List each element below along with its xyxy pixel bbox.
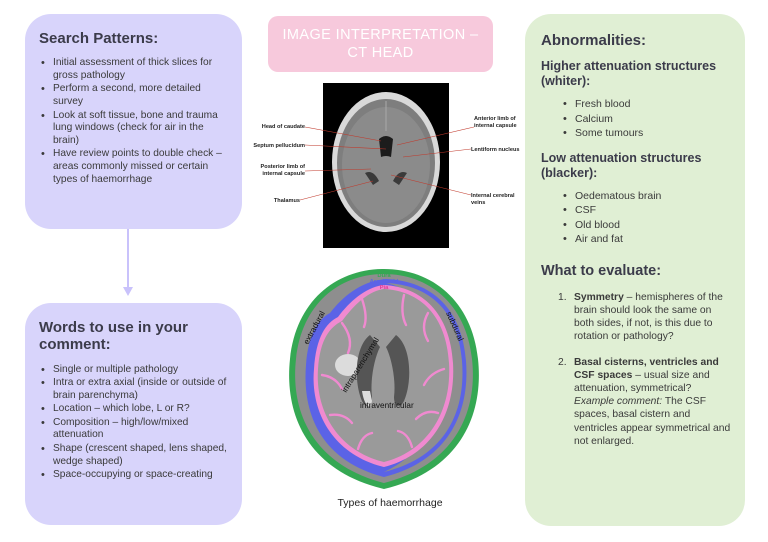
list-item: Intra or extra axial (inside or outside … <box>41 377 228 402</box>
ct-head-image: Head of caudate Septum pellucidum Poster… <box>253 83 519 248</box>
label-dura: Dura <box>377 273 391 279</box>
list-item: Fresh blood <box>563 97 731 112</box>
list-item: Air and fat <box>563 232 731 247</box>
list-item: Location – which lobe, L or R? <box>41 403 228 416</box>
list-item: 2. Basal cisterns, ventricles and CSF spa… <box>541 356 731 448</box>
label-arachnoid: Arachnoid <box>370 279 399 285</box>
label-internal-cerebral-1: Internal cerebral <box>471 193 515 199</box>
item-heading: Symmetry <box>574 291 624 303</box>
high-attenuation-list: Fresh blood Calcium Some tumours <box>541 97 731 141</box>
list-item: Composition – high/low/mixed attenuation <box>41 417 228 442</box>
list-item: Calcium <box>563 112 731 127</box>
list-item: Shape (crescent shaped, lens shaped, wed… <box>41 443 228 468</box>
words-panel: Words to use in your comment: Single or … <box>25 303 242 525</box>
list-item: Initial assessment of thick slices for g… <box>41 57 228 82</box>
label-septum-pellucidum: Septum pellucidum <box>253 143 305 149</box>
ventricle-left <box>356 335 380 406</box>
evaluate-title: What to evaluate: <box>541 262 662 279</box>
list-item: Old blood <box>563 218 731 233</box>
label-lentiform: Lentiform nucleus <box>471 147 519 153</box>
list-item: CSF <box>563 203 731 218</box>
page-title: IMAGE INTERPRETATION – CT HEAD <box>268 16 493 72</box>
list-item: Single or multiple pathology <box>41 364 228 377</box>
label-posterior-limb-1: Posterior limb of <box>261 164 306 170</box>
label-anterior-limb-2: internal capsule <box>474 123 517 129</box>
down-arrow-icon <box>123 229 133 296</box>
intraparenchymal-bleed <box>335 354 361 376</box>
label-pia: Pia <box>380 285 389 291</box>
abnormalities-title: Abnormalities: <box>541 32 647 49</box>
label-intraventricular: intraventricular <box>360 401 414 410</box>
item-number: 1. <box>558 291 567 303</box>
label-posterior-limb-2: internal capsule <box>262 171 305 177</box>
example-text: The CSF spaces, basal cistern and ventri… <box>574 396 731 447</box>
list-item: Look at soft tissue, bone and trauma lun… <box>41 110 228 148</box>
label-internal-cerebral-2: veins <box>471 200 485 206</box>
list-item: Have review points to double check – are… <box>41 148 228 186</box>
list-item: Space-occupying or space-creating <box>41 469 228 482</box>
list-item: Oedematous brain <box>563 189 731 204</box>
list-item: Some tumours <box>563 126 731 141</box>
abnormalities-panel: Abnormalities: Higher attenuation struct… <box>525 14 745 526</box>
item-text: – hemispheres of the brain should look t… <box>574 291 723 343</box>
list-item: 1. Symmetry – hemispheres of the brain sh… <box>541 291 731 344</box>
label-anterior-limb-1: Anterior limb of <box>474 116 516 122</box>
ct-ventricles <box>379 136 393 157</box>
low-attenuation-list: Oedematous brain CSF Old blood Air and f… <box>541 189 731 247</box>
low-attenuation-title: Low attenuation structures (blacker): <box>541 150 702 180</box>
item-text: – usual size and attenuation, symmetrica… <box>574 369 710 394</box>
search-patterns-list: Initial assessment of thick slices for g… <box>39 57 228 186</box>
diagram-caption: Types of haemorrhage <box>337 497 443 509</box>
label-thalamus: Thalamus <box>274 198 300 204</box>
list-item: Perform a second, more detailed survey <box>41 83 228 108</box>
ventricle-right <box>386 335 410 406</box>
haemorrhage-diagram: Dura Arachnoid Pia extradural subdural i… <box>289 269 479 489</box>
words-list: Single or multiple pathology Intra or ex… <box>39 364 228 482</box>
search-patterns-title: Search Patterns: <box>39 30 159 47</box>
item-heading: Basal cisterns, ventricles and CSF space… <box>574 356 719 381</box>
high-attenuation-title: Higher attenuation structures (whiter): <box>541 59 717 89</box>
words-title: Words to use in your comment: <box>39 319 188 354</box>
search-patterns-panel: Search Patterns: Initial assessment of t… <box>25 14 242 229</box>
example-label: Example comment: <box>574 396 663 408</box>
label-head-of-caudate: Head of caudate <box>262 124 305 130</box>
item-number: 2. <box>558 356 567 368</box>
evaluate-list: 1. Symmetry – hemispheres of the brain sh… <box>541 291 731 448</box>
